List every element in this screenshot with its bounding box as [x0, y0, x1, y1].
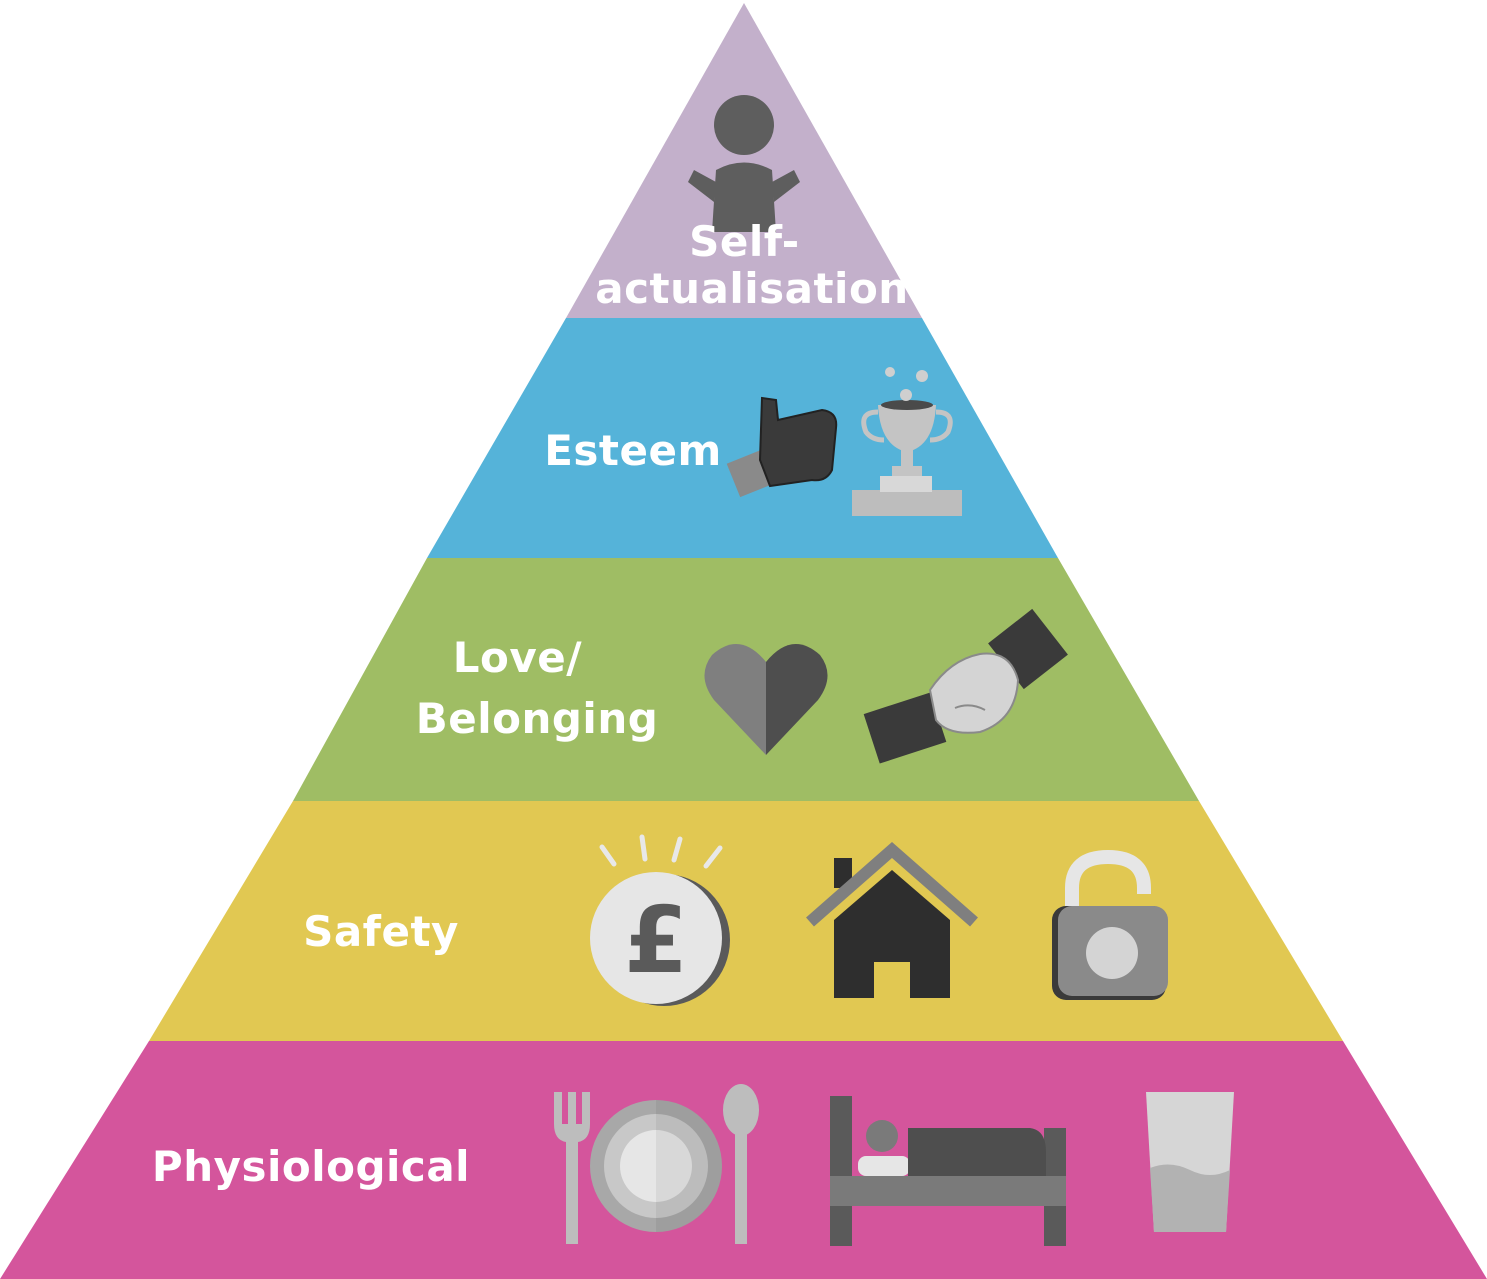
- tier-label-love-belonging: Love/ Belonging: [416, 633, 659, 743]
- pound-coin-icon: £: [590, 834, 730, 1006]
- water-glass-icon: [1146, 1092, 1234, 1232]
- bed-icon: [830, 1096, 1066, 1246]
- house-icon: [806, 842, 978, 998]
- tier-safety: [149, 801, 1343, 1041]
- tier-label-self-actualisation: Self- actualisation: [595, 217, 908, 313]
- tier-label-line: Love/: [453, 633, 582, 682]
- tier-label-line: actualisation: [595, 264, 908, 313]
- handshake-icon: [863, 608, 1068, 764]
- heart-icon: [704, 644, 828, 755]
- tier-label-esteem: Esteem: [544, 426, 722, 475]
- tier-label-line: Safety: [303, 907, 459, 956]
- thumbs-up-icon: [726, 396, 838, 498]
- tier-label-safety: Safety: [303, 907, 459, 956]
- tier-label-line: Belonging: [416, 694, 659, 743]
- tier-label-line: Self-: [689, 217, 800, 266]
- person-icon: [688, 95, 800, 232]
- trophy-icon: [852, 367, 962, 516]
- svg-text:£: £: [624, 887, 688, 994]
- tier-label-physiological: Physiological: [152, 1142, 470, 1191]
- cutlery-plate-icon: [554, 1084, 759, 1244]
- padlock-icon: [1052, 849, 1168, 1000]
- tier-esteem: [427, 318, 1058, 558]
- tier-label-line: Esteem: [544, 426, 722, 475]
- tier-self-actualisation: [566, 3, 922, 318]
- tier-label-line: Physiological: [152, 1142, 470, 1191]
